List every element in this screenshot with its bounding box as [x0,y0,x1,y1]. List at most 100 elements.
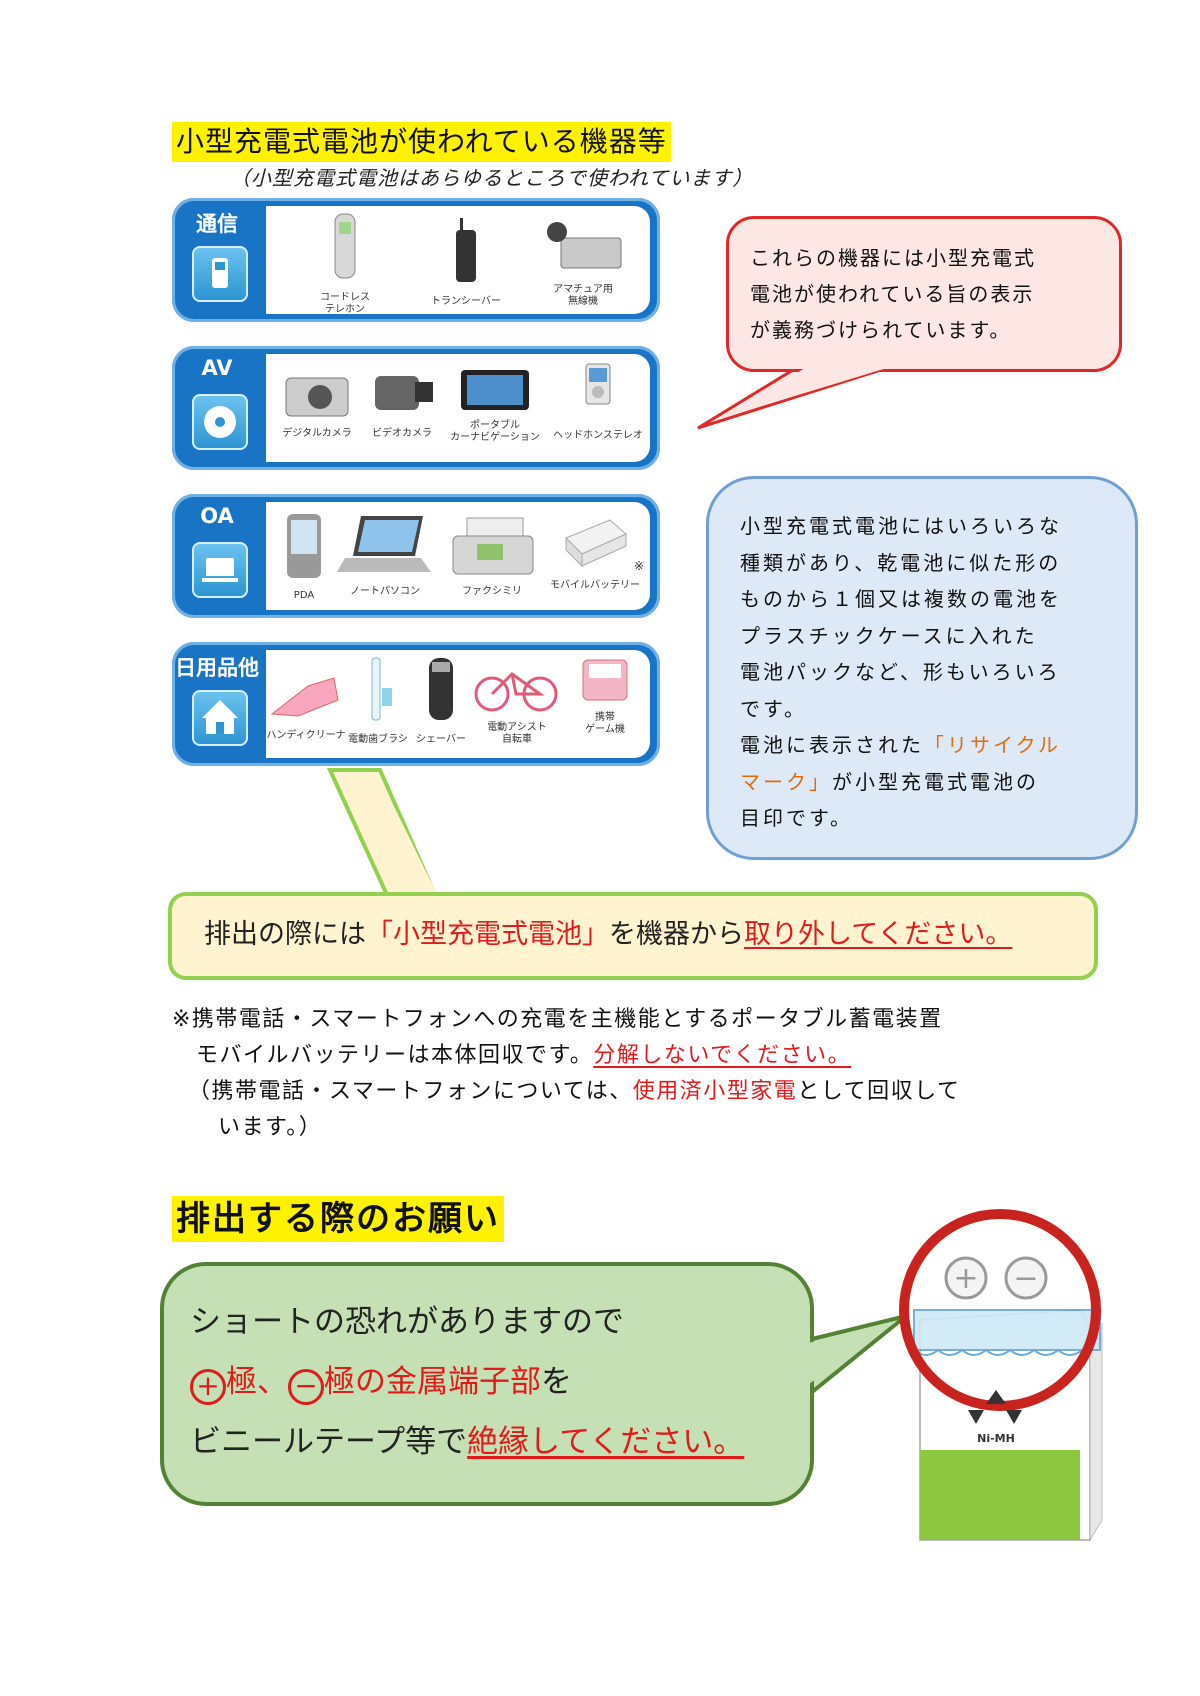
recycle-mark-text: 「リサイクル [924,733,1061,757]
plus-terminal-icon [944,1256,988,1300]
device-video-camera: ビデオカメラ [362,366,442,440]
callout-line: 小型充電式電池にはいろいろな [740,514,1062,538]
callout-line: です。 [740,696,807,721]
text: が小型充電式電池の [832,769,1039,794]
device-laptop: ノートパソコン [330,512,440,598]
device-label: モバイルバッテリー [550,580,640,591]
warning-text: 分解しないでください。 [593,1043,852,1068]
category-label: 通信 [196,212,238,236]
plus-terminal-icon: + [190,1369,226,1405]
callout-blue [706,476,1138,860]
device-label: ノートパソコン [350,586,420,597]
callout-line: これらの機器には小型充電式 [750,246,1036,270]
text: を機器から [609,919,744,950]
category-panel-oa: OA PDA ノートパソコン ファクシミリ モバイルバッテリー ※ [172,494,660,618]
device-label: ヘッドホンステレオ [553,430,643,441]
device-label: トランシーバー [431,296,501,307]
text: 極の金属端子部 [324,1364,541,1400]
device-pda: PDA [274,512,334,602]
recycle-mark-text: マーク」 [740,769,832,794]
category-panel-communication: 通信 コードレス テレホン トランシーバー アマチュア用 無線機 [172,198,660,322]
device-label: 電動アシスト 自転車 [487,722,547,745]
note-line-1: ※携帯電話・スマートフォンへの充電を主機能とするポータブル蓄電装置 [172,1007,943,1032]
insulate-callout-text: ショートの恐れがありますので +極、−極の金属端子部を ビニールテープ等で絶縁し… [190,1292,810,1472]
note-line-4: います。） [218,1115,323,1140]
text: （携帯電話・スマートフォンについては、 [188,1079,633,1104]
section-title: 小型充電式電池が使われている機器等 [172,122,671,162]
note-line-3: （携帯電話・スマートフォンについては、使用済小型家電として回収して [188,1074,1148,1110]
device-handy-cleaner: ハンディクリーナ [266,666,346,742]
device-transceiver: トランシーバー [416,216,516,308]
device-label: デジタルカメラ [282,428,352,439]
device-label: 電動歯ブラシ [348,734,408,745]
device-portable-navigation: ポータブル カーナビゲーション [442,366,548,444]
device-shaver: シェーバー [410,654,472,746]
battery-taped-illustration: + − Ni-MH [899,1209,1103,1542]
note-line-2: モバイルバッテリーは本体回収です。分解しないでください。 [196,1038,1156,1074]
text: を [541,1364,572,1400]
callout-line: ビニールテープ等で絶縁してください。 [190,1412,810,1472]
device-portable-game: 携帯 ゲーム機 [562,656,648,736]
callout-line: 電池に表示された「リサイクル [740,727,1120,764]
callout-line: ものから１個又は複数の電池を [740,587,1062,611]
callout-line: マーク」が小型充電式電池の [740,764,1120,801]
instruction-text: 絶縁してください。 [467,1424,745,1460]
category-label: OA [200,504,234,528]
callout-line: 種類があり、乾電池に似た形の [740,550,1062,575]
device-facsimile: ファクシミリ [442,514,542,598]
callout-line: 電池が使われている旨の表示 [750,282,1035,306]
device-electric-toothbrush: 電動歯ブラシ [346,654,410,746]
device-label: ポータブル カーナビゲーション [450,420,540,443]
device-digital-camera: デジタルカメラ [272,370,362,440]
callout-line: プラスチックケースに入れた [740,623,1038,648]
category-label: AV [201,356,233,380]
device-label: 携帯 ゲーム機 [585,712,625,735]
text: として回収して [797,1079,961,1104]
device-headphone-stereo: ヘッドホンステレオ [548,362,648,442]
section-title: 排出する際のお願い [172,1196,504,1242]
callout-blue-text: 小型充電式電池にはいろいろな 種類があり、乾電池に似た形の ものから１個又は複数… [740,508,1120,837]
text: ビニールテープ等で [190,1424,468,1460]
section-subtitle: （小型充電式電池はあらゆるところで使われています） [230,166,754,190]
device-label: コードレス テレホン [320,292,370,315]
note-mark: ※ [633,559,644,573]
callout-line: ショートの恐れがありますので [190,1304,624,1340]
text: 極、 [226,1364,288,1400]
callout-pink-text: これらの機器には小型充電式 電池が使われている旨の表示 が義務づけられています。 [750,240,1100,348]
highlight-text: 「小型充電式電池」 [366,919,609,950]
text: 電池に表示された [740,733,924,757]
disc-icon [192,394,248,450]
device-cordless-phone: コードレス テレホン [290,212,400,316]
device-electric-bicycle: 電動アシスト 自転車 [472,658,562,746]
remove-battery-box [168,892,1098,980]
text: 排出の際には [204,919,366,950]
mobile-phone-icon [192,246,248,302]
callout-line: が義務づけられています。 [750,318,1012,342]
device-label: ビデオカメラ [372,428,432,439]
callout-line: +極、−極の金属端子部を [190,1352,810,1412]
minus-terminal-icon: − [288,1369,324,1405]
battery-type-label: Ni-MH [977,1432,1015,1445]
device-amateur-radio: アマチュア用 無線機 [528,216,638,308]
category-panel-av: AV デジタルカメラ ビデオカメラ ポータブル カーナビゲーション ヘッドホンス… [172,346,660,470]
callout-line: 電池パックなど、形もいろいろ [740,660,1061,684]
device-mobile-battery: モバイルバッテリー ※ [542,514,648,592]
minus-terminal-icon [1004,1256,1048,1300]
category-panel-daily-goods: 日用品他 ハンディクリーナ 電動歯ブラシ シェーバー 電動アシスト 自転車 携帯… [172,642,660,766]
remove-battery-text: 排出の際には「小型充電式電池」を機器から取り外してください。 [204,912,1012,951]
device-label: PDA [293,590,315,601]
device-label: シェーバー [416,734,466,745]
text: モバイルバッテリーは本体回収です。 [196,1043,594,1068]
callout-pink [726,216,1122,372]
house-icon [192,690,248,746]
recycle-mark-icon [968,1390,1022,1424]
highlight-text: 使用済小型家電 [632,1079,798,1104]
laptop-icon [192,542,248,598]
device-label: アマチュア用 無線機 [553,284,613,307]
minus-symbol: − [1013,1261,1038,1296]
plus-symbol: + [953,1261,978,1296]
instruction-text: 取り外してください。 [744,919,1013,950]
callout-line: 目印です。 [740,806,853,830]
